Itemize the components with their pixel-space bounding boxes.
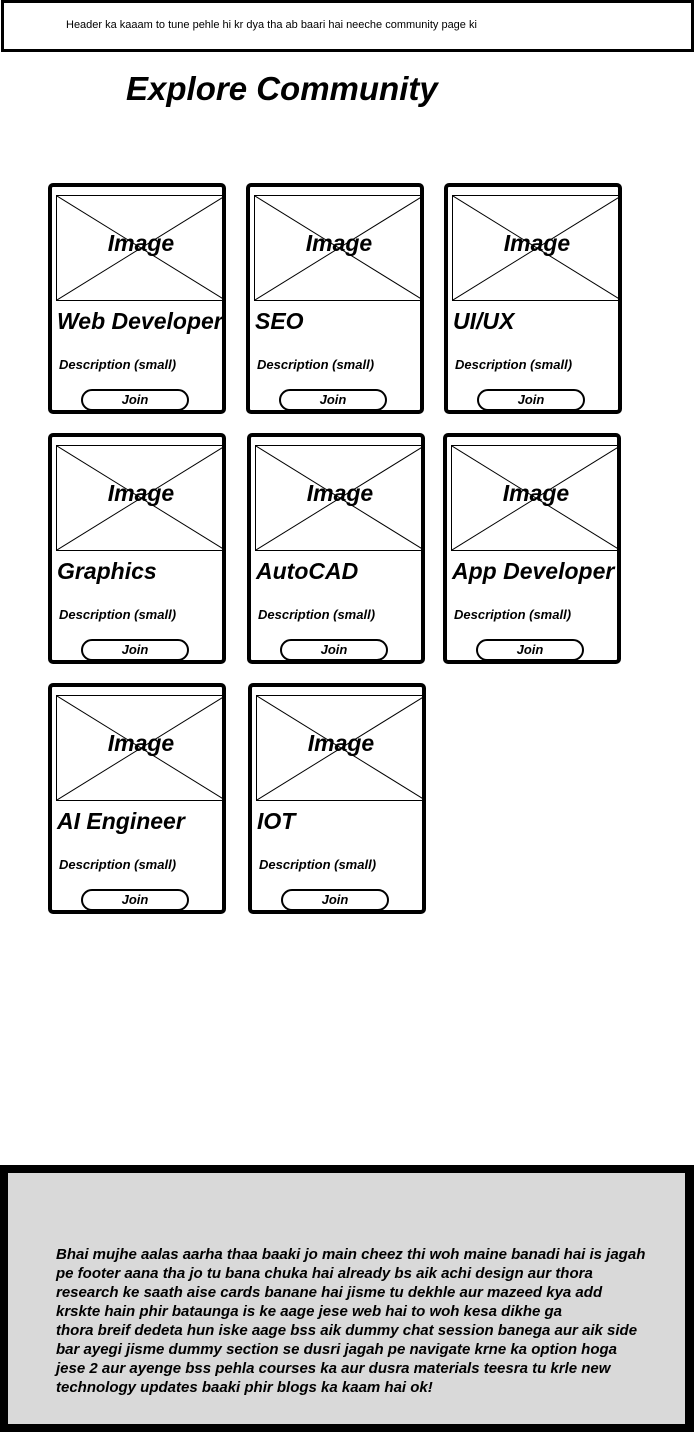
card-description: Description (small) — [59, 607, 177, 622]
image-placeholder: Image — [256, 695, 426, 801]
footer: Bhai mujhe aalas aarha thaa baaki jo mai… — [0, 1165, 694, 1432]
image-placeholder-icon — [257, 696, 425, 800]
image-placeholder-icon — [255, 196, 423, 300]
card-title: AutoCAD — [256, 558, 359, 584]
card-description: Description (small) — [257, 357, 375, 372]
join-button[interactable]: Join — [281, 889, 389, 911]
card-title: Web Developer — [57, 308, 223, 334]
image-placeholder: Image — [451, 445, 621, 551]
image-placeholder-icon — [256, 446, 424, 550]
community-card-ui-ux: Image UI/UX Description (small) Join — [444, 183, 622, 414]
image-placeholder-label: Image — [306, 480, 374, 506]
image-placeholder-label: Image — [107, 480, 175, 506]
image-placeholder-label: Image — [107, 230, 175, 256]
community-card-seo: Image SEO Description (small) Join — [246, 183, 424, 414]
card-description: Description (small) — [59, 357, 177, 372]
join-button[interactable]: Join — [280, 639, 388, 661]
card-description: Description (small) — [454, 607, 572, 622]
card-description: Description (small) — [259, 857, 377, 872]
image-placeholder: Image — [56, 445, 226, 551]
card-description: Description (small) — [455, 357, 573, 372]
card-title: App Developer — [452, 558, 615, 584]
card-title: SEO — [255, 308, 304, 334]
card-title: IOT — [257, 808, 296, 834]
join-button[interactable]: Join — [279, 389, 387, 411]
image-placeholder-icon — [57, 446, 225, 550]
image-placeholder-label: Image — [305, 230, 373, 256]
footer-note: Bhai mujhe aalas aarha thaa baaki jo mai… — [56, 1246, 646, 1396]
image-placeholder-label: Image — [502, 480, 570, 506]
image-placeholder-icon — [57, 696, 225, 800]
card-description: Description (small) — [59, 857, 177, 872]
image-placeholder-label: Image — [107, 730, 175, 756]
community-card-autocad: Image AutoCAD Description (small) Join — [247, 433, 425, 664]
image-placeholder: Image — [255, 445, 425, 551]
page-title: Explore Community — [126, 70, 438, 107]
footer-panel: Bhai mujhe aalas aarha thaa baaki jo mai… — [8, 1173, 685, 1424]
image-placeholder-label: Image — [307, 730, 375, 756]
community-card-web-developer: Image Web Developer Description (small) … — [48, 183, 226, 414]
card-title: Graphics — [57, 558, 157, 584]
card-title: UI/UX — [453, 308, 515, 334]
join-button[interactable]: Join — [81, 889, 189, 911]
community-card-ai-engineer: Image AI Engineer Description (small) Jo… — [48, 683, 226, 914]
card-description: Description (small) — [258, 607, 376, 622]
join-button[interactable]: Join — [81, 389, 189, 411]
community-card-graphics: Image Graphics Description (small) Join — [48, 433, 226, 664]
image-placeholder-icon — [452, 446, 620, 550]
card-title: AI Engineer — [57, 808, 185, 834]
image-placeholder: Image — [452, 195, 622, 301]
join-button[interactable]: Join — [476, 639, 584, 661]
header: Header ka kaaam to tune pehle hi kr dya … — [1, 0, 694, 52]
image-placeholder-label: Image — [503, 230, 571, 256]
community-card-iot: Image IOT Description (small) Join — [248, 683, 426, 914]
community-card-app-developer: Image App Developer Description (small) … — [443, 433, 621, 664]
image-placeholder: Image — [56, 695, 226, 801]
image-placeholder-icon — [57, 196, 225, 300]
image-placeholder-icon — [453, 196, 621, 300]
image-placeholder: Image — [56, 195, 226, 301]
image-placeholder: Image — [254, 195, 424, 301]
join-button[interactable]: Join — [477, 389, 585, 411]
header-note: Header ka kaaam to tune pehle hi kr dya … — [66, 19, 477, 31]
join-button[interactable]: Join — [81, 639, 189, 661]
